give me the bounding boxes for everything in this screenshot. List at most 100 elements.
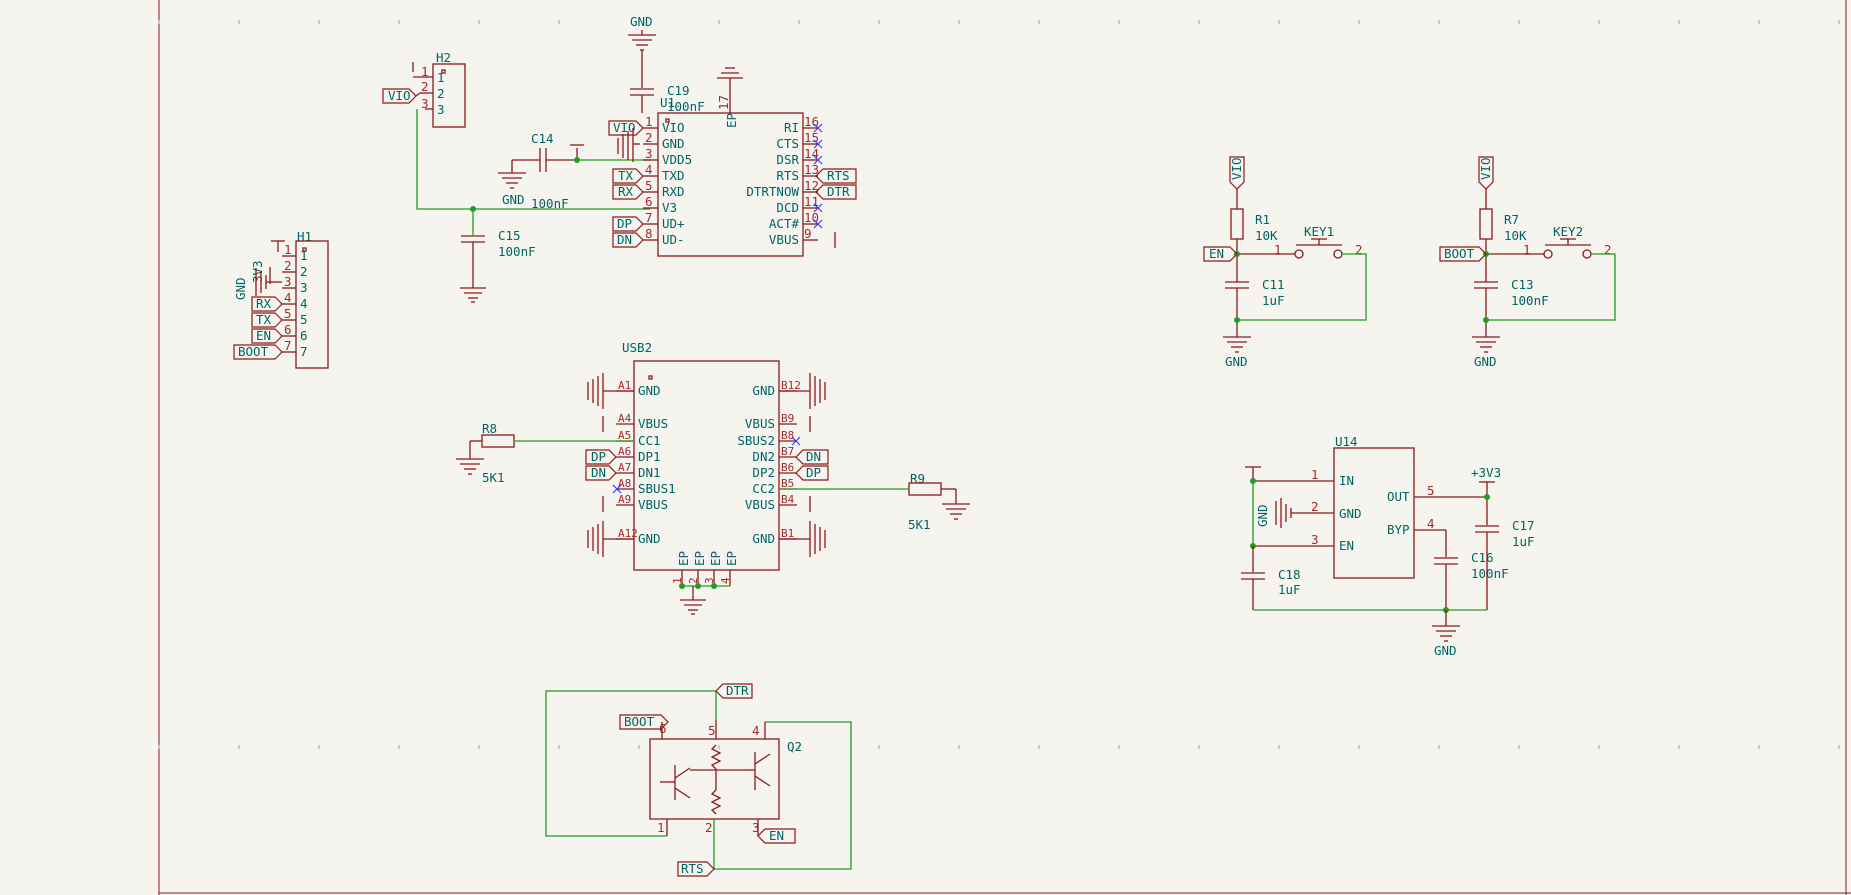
svg-text:DTR: DTR (827, 184, 850, 199)
capacitor-c19[interactable]: GND C19 100nF (628, 14, 705, 114)
net-label-tx[interactable]: TX (612, 168, 644, 184)
u1-pin-name: VIO (662, 120, 685, 135)
svg-text:EP: EP (724, 113, 739, 128)
usb2-pin-number: A1 (618, 379, 631, 392)
usb2-pin-number: A8 (618, 477, 631, 490)
usb2-pin-number: B4 (781, 493, 795, 506)
net-label-boot[interactable]: BOOT (619, 714, 669, 730)
net-label-dn[interactable]: DN (795, 449, 829, 465)
svg-text:EN: EN (256, 328, 271, 343)
regulator-u14[interactable]: U14 1 IN 2 GND 3 EN 5 OUT 4 BYP (1253, 434, 1487, 579)
u1-pin-number: 6 (645, 194, 653, 209)
wire-dtr[interactable] (545, 690, 717, 837)
svg-text:BYP: BYP (1387, 522, 1410, 537)
resistor-r9[interactable]: R9 5K1 (908, 471, 970, 532)
net-label-vio[interactable]: VIO (382, 88, 417, 104)
h2-pin-num: 3 (421, 96, 429, 111)
net-label-rts[interactable]: RTS (815, 168, 857, 184)
connector-h2[interactable]: H2 1 2 3 1 2 3 (412, 50, 466, 128)
net-label-rts[interactable]: RTS (677, 861, 715, 877)
svg-text:U1: U1 (660, 95, 675, 110)
svg-text:5K1: 5K1 (482, 470, 505, 485)
capacitor-c15[interactable]: C15 100nF (460, 209, 536, 303)
svg-text:GND: GND (1434, 643, 1457, 658)
h1-pin-name: 5 (300, 312, 308, 327)
svg-text:USB2: USB2 (622, 340, 652, 355)
wire-rts[interactable] (713, 721, 852, 870)
net-label-vio[interactable]: VIO (608, 120, 644, 136)
usb2-pin-number: A7 (618, 461, 631, 474)
svg-text:1: 1 (1523, 242, 1531, 257)
svg-text:VIO: VIO (1229, 157, 1244, 180)
reset-circuit-en[interactable]: VIO R1 10K C11 1uF GND KEY1 1 2 EN (1203, 156, 1367, 369)
u1-pin-number: 7 (645, 210, 653, 225)
net-label-dp[interactable]: DP (612, 216, 644, 232)
capacitor-c14[interactable]: C14 GND 100nF (498, 131, 577, 211)
usb2-ep-name: EP (708, 551, 723, 566)
net-label-tx[interactable]: TX (251, 312, 283, 328)
usb2-pin-name: VBUS (745, 416, 775, 431)
svg-text:BOOT: BOOT (1444, 246, 1475, 261)
svg-text:TX: TX (256, 312, 272, 327)
net-label-dtr[interactable]: DTR (815, 184, 857, 200)
h1-pin-name: 6 (300, 328, 308, 343)
net-label-dtr[interactable]: DTR (715, 683, 753, 699)
usb2-ep-name: EP (692, 551, 707, 566)
u1-pin-number: 3 (645, 146, 653, 161)
usb2-pin-number: B9 (781, 412, 794, 425)
svg-text:C15: C15 (498, 228, 521, 243)
boot-circuit[interactable]: VIO R7 10K C13 100nF GND KEY2 1 2 BOOT (1439, 156, 1616, 369)
net-label-dn[interactable]: DN (612, 232, 644, 248)
net-label-dp[interactable]: DP (585, 449, 617, 465)
svg-text:C19: C19 (667, 83, 690, 98)
u1-pin-number: 8 (645, 226, 653, 241)
svg-text:GND: GND (1255, 504, 1270, 527)
svg-text:EN: EN (1209, 246, 1224, 261)
svg-text:DN: DN (806, 449, 821, 464)
usb2-pin-name: GND (638, 383, 661, 398)
net-label-dn[interactable]: DN (585, 465, 617, 481)
h1-pin-number: 5 (284, 306, 292, 321)
usb2-pin-name: DP2 (752, 465, 775, 480)
resistor-r8[interactable]: R8 5K1 (456, 421, 515, 485)
usb2-ep-number: 4 (719, 577, 732, 584)
usb2-ep-number: 2 (687, 577, 700, 584)
net-label-en[interactable]: EN (251, 328, 283, 344)
net-label-dp[interactable]: DP (795, 465, 829, 481)
wire-v3[interactable] (416, 109, 650, 210)
net-label-rx[interactable]: RX (251, 296, 283, 312)
usb2-pin-number: B12 (781, 379, 801, 392)
net-label-boot[interactable]: BOOT (233, 344, 283, 360)
u1-pin-name: VBUS (769, 232, 799, 247)
svg-text:1uF: 1uF (1512, 534, 1535, 549)
svg-text:3: 3 (1311, 532, 1319, 547)
svg-text:GND: GND (630, 14, 653, 29)
svg-text:4: 4 (752, 723, 760, 738)
usb2-pin-name: GND (638, 531, 661, 546)
transistor-q2[interactable]: Q2 6 5 4 1 2 3 (649, 721, 802, 835)
h1-pin-number: 4 (284, 290, 292, 305)
svg-text:C17: C17 (1512, 518, 1535, 533)
usb2-pin-number: A6 (618, 445, 631, 458)
u1-pin-name: VDD5 (662, 152, 692, 167)
svg-text:IN: IN (1339, 473, 1354, 488)
u1-pin-name: ACT# (769, 216, 800, 231)
u1-pin-name: UD+ (662, 216, 685, 231)
no-connect-marker (813, 219, 823, 229)
u1-pin-number: 1 (645, 114, 653, 129)
no-connect-marker (813, 123, 823, 133)
net-label-en[interactable]: EN (757, 828, 796, 844)
h1-pin-name: 1 (300, 248, 308, 263)
svg-text:6: 6 (659, 721, 667, 736)
svg-text:GND: GND (502, 192, 525, 207)
svg-text:R1: R1 (1255, 212, 1270, 227)
svg-text:VIO: VIO (613, 120, 636, 135)
u1-pin-name: DTRTNOW (746, 184, 799, 199)
net-label-rx[interactable]: RX (612, 184, 644, 200)
svg-text:5K1: 5K1 (908, 517, 931, 532)
